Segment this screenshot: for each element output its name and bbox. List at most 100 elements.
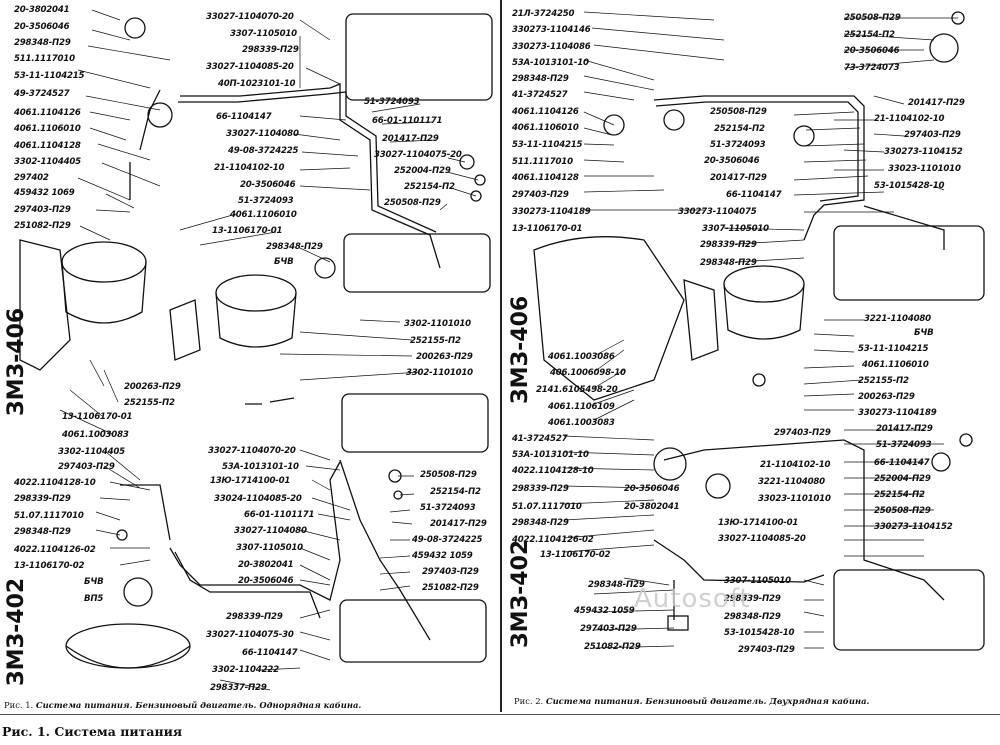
part-label: 459432 1059 xyxy=(574,606,635,616)
part-label: 251082-П29 xyxy=(14,221,71,231)
part-label: 252154-П2 xyxy=(844,30,895,40)
part-label: 66-01-1101171 xyxy=(372,116,443,126)
part-label: 13-1106170-02 xyxy=(14,561,85,571)
part-label: 297403-П29 xyxy=(422,567,479,577)
part-label: 330273-1104152 xyxy=(884,147,963,157)
part-label: 53А-1013101-10 xyxy=(512,450,589,460)
part-label: 511.1117010 xyxy=(14,54,75,64)
part-label: 33024-1104085-20 xyxy=(214,494,302,504)
part-label: 13-1106170-01 xyxy=(512,224,583,234)
part-label: 66-1104147 xyxy=(726,190,782,200)
part-label: 252004-П29 xyxy=(874,474,931,484)
part-label: 21-1104102-10 xyxy=(214,163,285,173)
figure-1-panel: 20-3802041 20-3506046 298348-П29 511.111… xyxy=(0,0,500,712)
part-label: ВП5 xyxy=(84,594,104,604)
part-label: 3221-1104080 xyxy=(758,477,825,487)
part-label: 33027-1104085-20 xyxy=(206,62,294,72)
part-label: 33027-1104080 xyxy=(226,129,299,139)
part-label: 297403-П29 xyxy=(774,428,831,438)
part-label: 33027-1104080 xyxy=(234,526,307,536)
caption-label: Рис. 2. xyxy=(514,696,544,706)
part-label: 3307-1105010 xyxy=(236,543,303,553)
part-label: 297403-П29 xyxy=(738,645,795,655)
part-label: 4061.1106109 xyxy=(548,402,615,412)
part-label: 4061.1106010 xyxy=(512,123,579,133)
part-label: 20-3802041 xyxy=(14,5,70,15)
part-label: 251082-П29 xyxy=(422,583,479,593)
part-label: 13Ю-1714100-01 xyxy=(210,476,291,486)
part-label: 298339-П29 xyxy=(724,594,781,604)
figure-1-caption: Рис. 1. Система питания. Бензиновый двиг… xyxy=(4,700,361,710)
part-label: 51-3724093 xyxy=(710,140,766,150)
part-label: 201417-П29 xyxy=(382,134,439,144)
part-label: 330273-1104146 xyxy=(512,25,591,35)
part-label: 2141.6105498-20 xyxy=(536,385,618,395)
part-label: 33023-1101010 xyxy=(758,494,831,504)
part-label: 33027-1104075-30 xyxy=(206,630,294,640)
part-label: 250508-П29 xyxy=(384,198,441,208)
part-label: 252155-П2 xyxy=(410,336,461,346)
part-label: 297402 xyxy=(14,173,49,183)
part-label: 3302-1104222 xyxy=(212,665,279,675)
part-label: 298337-П29 xyxy=(210,683,267,693)
part-label: 297403-П29 xyxy=(58,462,115,472)
part-label: 20-3506046 xyxy=(844,46,900,56)
part-label: 330273-1104189 xyxy=(512,207,591,217)
engine-label-zmz402: ЗМЗ-402 xyxy=(4,577,29,686)
part-label: 201417-П29 xyxy=(430,519,487,529)
part-label: 4061.1003086 xyxy=(548,352,615,362)
part-label: 3307-1105010 xyxy=(724,576,791,586)
fuel-tank-middle xyxy=(343,233,491,293)
engine-label-zmz402: ЗМЗ-402 xyxy=(508,539,533,648)
part-label: 298348-П29 xyxy=(512,518,569,528)
part-label: 3302-1101010 xyxy=(406,368,473,378)
part-label: 200263-П29 xyxy=(858,392,915,402)
part-label: 33027-1104070-20 xyxy=(208,446,296,456)
part-label: 40П-1023101-10 xyxy=(218,79,296,89)
part-label: 298348-П29 xyxy=(700,258,757,268)
figure-2-panel: 21Л-3724250 330273-1104146 330273-110408… xyxy=(504,0,1000,712)
part-label: 459432 1069 xyxy=(14,188,75,198)
part-label: 252154-П2 xyxy=(714,124,765,134)
part-label: 4022.1104128-10 xyxy=(14,478,96,488)
part-label: 20-3802041 xyxy=(624,502,680,512)
part-label: 511.1117010 xyxy=(512,157,573,167)
part-label: БЧВ xyxy=(84,577,104,587)
part-label: БЧВ xyxy=(914,328,934,338)
part-label: 49-3724527 xyxy=(14,89,70,99)
part-label: 252004-П29 xyxy=(394,166,451,176)
part-label: 51.07.1117010 xyxy=(512,502,582,512)
part-label: 4022.1104126-02 xyxy=(512,535,594,545)
fuel-tank-upper xyxy=(345,13,493,101)
part-label: 297403-П29 xyxy=(904,130,961,140)
part-label: 330273-1104152 xyxy=(874,522,953,532)
part-label: 252154-П2 xyxy=(874,490,925,500)
part-label: 13-1106170-02 xyxy=(540,550,611,560)
part-label: 201417-П29 xyxy=(710,173,767,183)
part-label: 41-3724527 xyxy=(512,434,568,444)
figure-2-drawing xyxy=(533,11,985,651)
part-label: 3302-1104405 xyxy=(58,447,125,457)
part-label: 21-1104102-10 xyxy=(760,460,831,470)
fuel-tank-upper xyxy=(833,225,985,301)
part-label: 33023-1101010 xyxy=(888,164,961,174)
part-label: 252154-П2 xyxy=(430,487,481,497)
part-label: 252154-П2 xyxy=(404,182,455,192)
part-label: 200263-П29 xyxy=(124,382,181,392)
part-label: 298339-П29 xyxy=(512,484,569,494)
fuel-tank-lower xyxy=(339,599,487,663)
part-label: 33027-1104075-20 xyxy=(374,150,462,160)
part-label: 252155-П2 xyxy=(124,398,175,408)
part-label: 4061.1106010 xyxy=(14,124,81,134)
caption-label: Рис. 1. xyxy=(4,700,34,710)
part-label: 298348-П29 xyxy=(512,74,569,84)
part-label: 3302-1101010 xyxy=(404,319,471,329)
part-label: 21Л-3724250 xyxy=(512,9,575,19)
part-label: 3307-1105010 xyxy=(702,224,769,234)
part-label: 53-1015428-10 xyxy=(724,628,795,638)
part-label: 20-3802041 xyxy=(238,560,294,570)
part-label: 4061.1104126 xyxy=(14,108,81,118)
caption-text: Система питания. Бензиновый двигатель. О… xyxy=(35,700,362,710)
part-label: 297403-П29 xyxy=(512,190,569,200)
part-label: 53-11-1104215 xyxy=(14,71,85,81)
